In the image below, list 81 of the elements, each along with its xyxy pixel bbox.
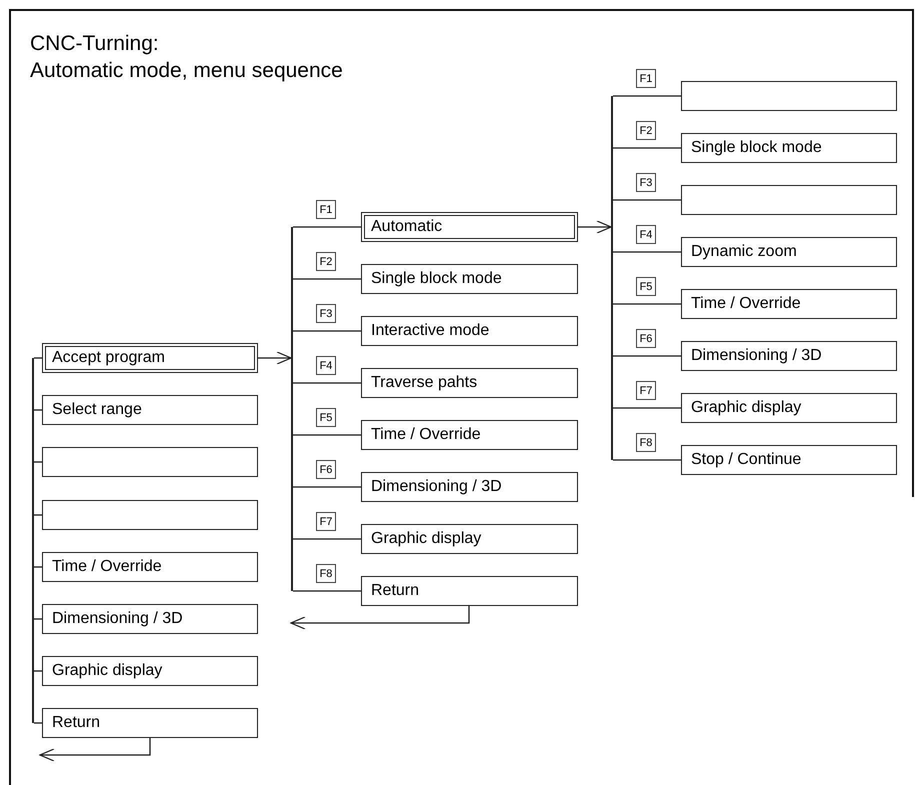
- menu-label: Graphic display: [691, 400, 802, 416]
- menu-box: [361, 524, 578, 554]
- menu-label: Return: [52, 715, 100, 731]
- menu-label: Select range: [52, 402, 142, 418]
- connector-line: [613, 303, 681, 305]
- menu-box: [681, 289, 897, 319]
- function-key-label: F7: [316, 512, 336, 531]
- menu-label: Time / Override: [52, 559, 162, 575]
- connector-line: [293, 434, 361, 436]
- function-key-label: F3: [316, 304, 336, 323]
- diagram-title: CNC-Turning: Automatic mode, menu sequence: [30, 31, 343, 84]
- function-key-label: F4: [636, 225, 656, 244]
- empty-menu-box: [42, 500, 258, 530]
- arrow: [39, 738, 151, 762]
- menu-label: Time / Override: [371, 427, 481, 443]
- function-key-label: F8: [636, 433, 656, 452]
- menu-box: [42, 604, 258, 634]
- menu-box: [42, 395, 258, 425]
- menu-box: [361, 420, 578, 450]
- connector-line: [293, 486, 361, 488]
- function-key-label: F6: [316, 460, 336, 479]
- connector-line: [613, 147, 681, 149]
- connector-line: [613, 355, 681, 357]
- menu-box: [42, 656, 258, 686]
- connector-line: [613, 407, 681, 409]
- connector-line: [293, 330, 361, 332]
- function-key-label: F7: [636, 381, 656, 400]
- connector-line: [293, 538, 361, 540]
- arrow: [258, 351, 292, 365]
- connector-line: [293, 226, 361, 228]
- menu-label: Time / Override: [691, 296, 801, 312]
- function-key-label: F4: [316, 356, 336, 375]
- menu-box: [42, 708, 258, 738]
- menu-label: Traverse pahts: [371, 375, 478, 391]
- menu-label: Graphic display: [52, 663, 162, 679]
- menu-box: [361, 472, 578, 502]
- function-key-label: F1: [316, 200, 336, 219]
- menu-box: [361, 368, 578, 398]
- menu-label: Dimensioning / 3D: [52, 611, 183, 627]
- menu-label: Single block mode: [691, 140, 822, 156]
- empty-menu-box: [681, 185, 897, 215]
- menu-box: [361, 212, 578, 242]
- menu-box: [681, 133, 897, 163]
- menu-label: Dynamic zoom: [691, 244, 797, 260]
- function-key-label: F6: [636, 329, 656, 348]
- menu-box: [42, 552, 258, 582]
- connector-line: [293, 382, 361, 384]
- function-key-label: F2: [316, 252, 336, 271]
- menu-label: Graphic display: [371, 531, 482, 547]
- connector-line: [293, 278, 361, 280]
- function-key-label: F3: [636, 173, 656, 192]
- function-key-label: F5: [316, 408, 336, 427]
- function-key-label: F1: [636, 69, 656, 88]
- menu-label: Dimensioning / 3D: [371, 479, 502, 495]
- menu-box: [681, 393, 897, 423]
- menu-label: Single block mode: [371, 271, 502, 287]
- menu-label: Automatic: [371, 219, 442, 235]
- menu-box: [361, 576, 578, 606]
- menu-label: Return: [371, 583, 420, 599]
- empty-menu-box: [42, 447, 258, 477]
- connector-line: [293, 590, 361, 592]
- menu-box: [361, 264, 578, 294]
- menu-box: [42, 343, 258, 373]
- function-key-label: F2: [636, 121, 656, 140]
- function-key-label: F5: [636, 277, 656, 296]
- connector-line: [613, 459, 681, 461]
- menu-box: [681, 445, 897, 475]
- arrow: [290, 606, 470, 630]
- menu-box: [681, 237, 897, 267]
- arrow: [578, 220, 612, 234]
- menu-label: Accept program: [52, 350, 165, 366]
- menu-box: [681, 341, 897, 371]
- connector-line: [613, 95, 681, 97]
- menu-label: Stop / Continue: [691, 452, 802, 468]
- function-key-label: F8: [316, 564, 336, 583]
- empty-menu-box: [681, 81, 897, 111]
- menu-box: [361, 316, 578, 346]
- connector-line: [613, 251, 681, 253]
- menu-label: Dimensioning / 3D: [691, 348, 822, 364]
- menu-label: Interactive mode: [371, 323, 490, 339]
- connector-line: [613, 199, 681, 201]
